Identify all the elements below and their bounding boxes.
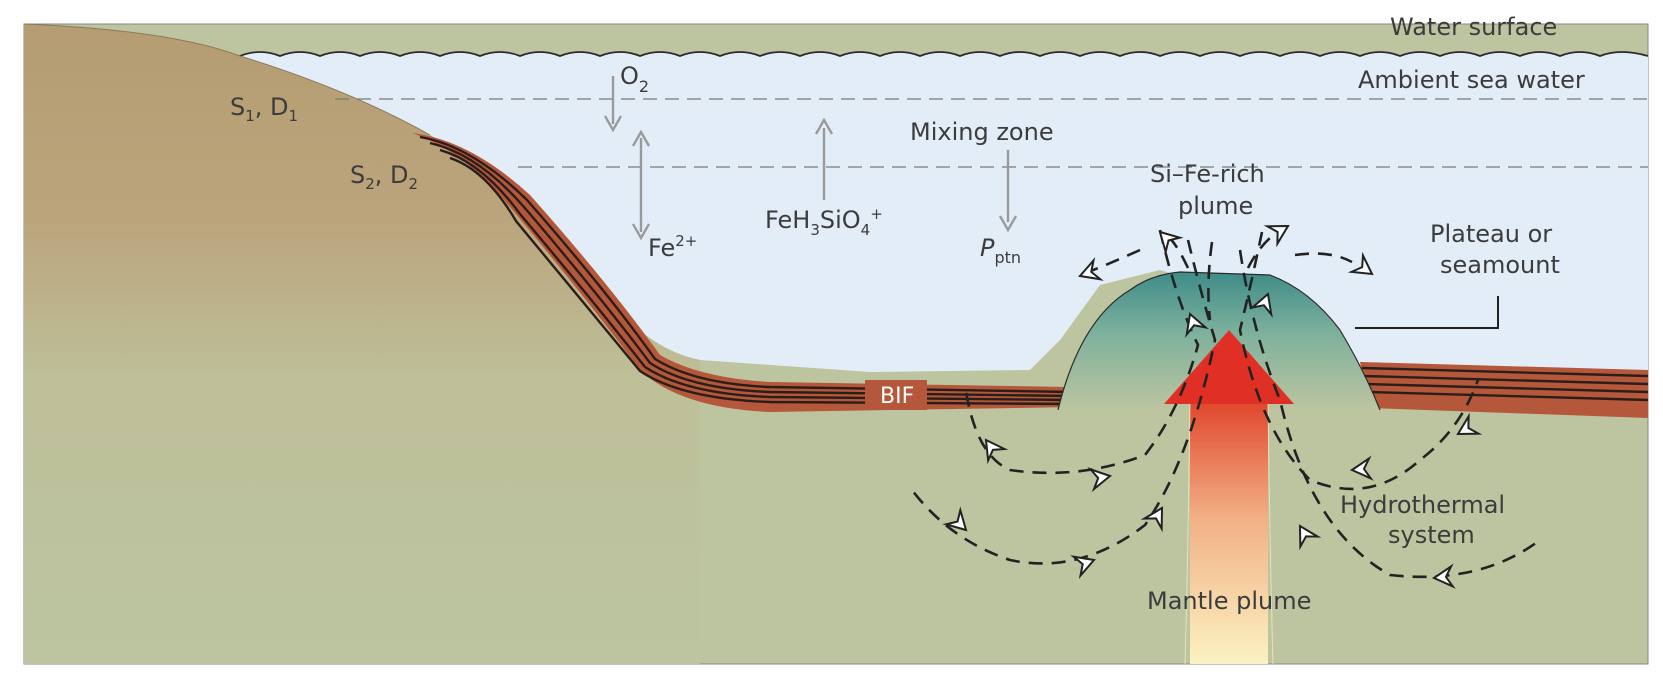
hydrothermal-flow-paths <box>910 224 1541 579</box>
o2-sub: 2 <box>639 77 649 96</box>
flow-arrowhead <box>1263 224 1290 248</box>
label-mantle-plume: Mantle plume <box>1147 587 1311 615</box>
flow-arrowhead <box>1070 555 1096 580</box>
bif-layer <box>412 133 1649 418</box>
flow-arrowhead <box>1185 312 1210 338</box>
label-feh3sio4: FeH3SiO4+ <box>765 205 883 239</box>
continental-land <box>24 24 700 664</box>
flow-arrowhead <box>1087 467 1113 493</box>
bif-label-box <box>865 380 927 410</box>
label-fe2plus: Fe2+ <box>648 232 697 262</box>
land-surface-line <box>23 23 431 136</box>
plateau-leader-line <box>1355 296 1499 329</box>
flow-arrowhead <box>1158 230 1184 256</box>
label-o2: O2 <box>620 62 649 96</box>
label-ambient-sea-water: Ambient sea water <box>1358 66 1585 94</box>
flow-arrowhead <box>1456 412 1483 436</box>
mantle-plume-stem-edge <box>1184 397 1274 665</box>
mantle-plume-arrowhead <box>1164 330 1294 404</box>
label-seamount: seamount <box>1440 251 1560 279</box>
flow-arrowhead <box>1298 524 1322 551</box>
seamount-outline <box>1057 271 1381 411</box>
flow-arrowhead <box>1347 251 1374 276</box>
flux-arrows <box>603 76 1018 241</box>
flow-arrowhead <box>1248 292 1273 318</box>
flow-arrowhead <box>1431 563 1456 589</box>
flow-arrowhead <box>1140 506 1164 533</box>
flow-arrowhead <box>984 438 1009 465</box>
label-plateau-or: Plateau or <box>1430 220 1552 248</box>
flow-arrowheads <box>942 224 1483 589</box>
label-mixing-zone: Mixing zone <box>910 118 1054 146</box>
flow-arrowhead <box>942 506 968 532</box>
water-surface-line <box>239 51 1649 57</box>
label-pptn: Pptn <box>980 234 1021 267</box>
label-plume: plume <box>1178 192 1253 220</box>
mantle-plume-stem <box>1190 398 1268 664</box>
label-s1-d1: S1, D1 <box>230 93 298 125</box>
label-si-fe-rich: Si–Fe-rich <box>1150 160 1265 188</box>
label-system: system <box>1388 521 1475 549</box>
o2-main: O <box>620 62 639 90</box>
label-s2-d2: S2, D2 <box>350 161 418 193</box>
flow-arrowhead <box>1349 455 1374 481</box>
label-hydrothermal: Hydrothermal <box>1340 491 1505 519</box>
flow-arrowhead <box>1078 256 1104 281</box>
label-bif: BIF <box>880 384 914 409</box>
label-water-surface: Water surface <box>1390 13 1557 41</box>
seamount <box>1058 272 1380 410</box>
